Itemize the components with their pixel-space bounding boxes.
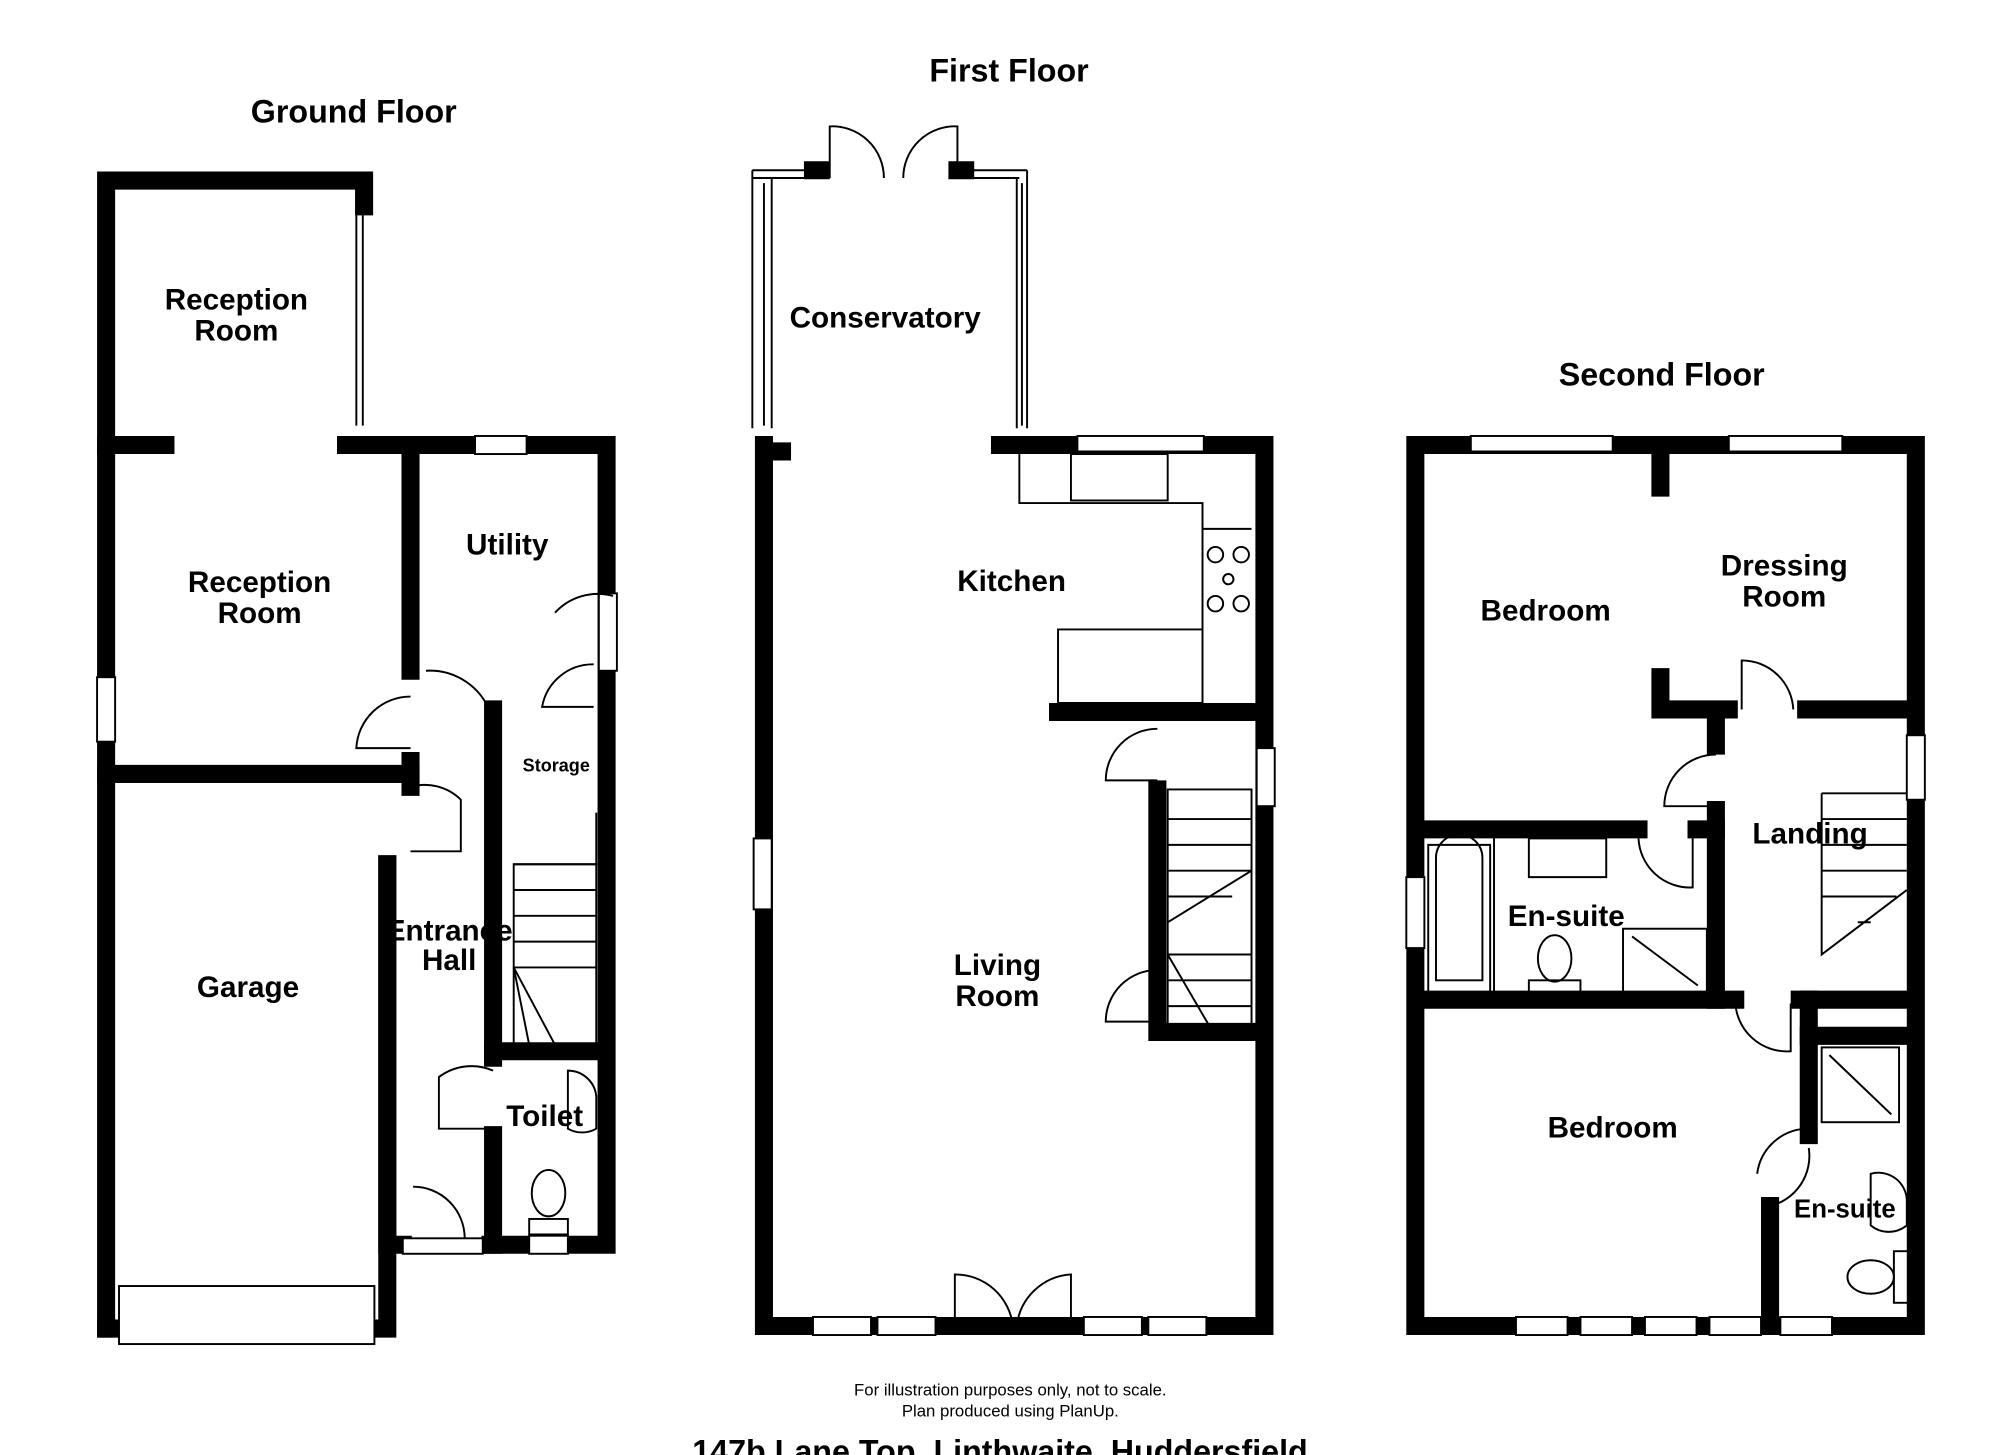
window <box>1727 435 1844 453</box>
room-label-conservatory: Conservatory <box>790 302 982 335</box>
room-label-en-suite: En-suite <box>1508 900 1625 933</box>
window <box>752 837 773 911</box>
room-label-bedroom: Bedroom <box>1548 1112 1678 1145</box>
room-label-en-suite: En-suite <box>1794 1196 1896 1224</box>
room-label-garage: Garage <box>197 971 299 1004</box>
second-floor-title: Second Floor <box>1559 357 1765 393</box>
window <box>1469 435 1614 453</box>
sink <box>1069 453 1169 502</box>
ground-floor-title: Ground Floor <box>251 94 457 130</box>
window <box>1643 1316 1698 1337</box>
window <box>1905 734 1926 801</box>
window <box>1255 747 1276 808</box>
credit: Plan produced using PlanUp. <box>902 1401 1119 1420</box>
window <box>1779 1316 1833 1337</box>
window <box>1405 876 1426 950</box>
room-label-utility: Utility <box>466 529 549 562</box>
window <box>1708 1316 1763 1337</box>
window <box>1147 1316 1208 1337</box>
toilet-fixture <box>1527 934 1582 997</box>
toilet-fixture <box>528 1168 569 1236</box>
window <box>528 1234 569 1255</box>
room-label-storage: Storage <box>523 755 590 775</box>
window <box>1076 435 1205 453</box>
room-label-kitchen: Kitchen <box>957 565 1066 598</box>
window <box>1514 1316 1569 1337</box>
hob <box>1206 545 1250 613</box>
window <box>96 676 117 743</box>
first-floor-title: First Floor <box>929 52 1089 88</box>
window <box>876 1316 937 1337</box>
disclaimer: For illustration purposes only, not to s… <box>854 1381 1167 1400</box>
room-label-toilet: Toilet <box>506 1100 583 1133</box>
room-label-landing: Landing <box>1752 818 1867 851</box>
basin <box>566 1069 598 1134</box>
shower <box>1622 927 1708 995</box>
room-label-bedroom: Bedroom <box>1481 594 1611 627</box>
window <box>474 435 528 456</box>
staircase <box>1166 788 1253 1033</box>
property-address: 147b Lane Top, Linthwaite, Huddersfield <box>692 1434 1308 1455</box>
front-door[interactable] <box>401 1237 484 1255</box>
window <box>1082 1316 1143 1337</box>
garage-door[interactable] <box>118 1285 376 1346</box>
basin <box>1869 1171 1908 1233</box>
window <box>597 592 618 672</box>
patio-doors[interactable] <box>953 1273 1072 1327</box>
window <box>1579 1316 1634 1337</box>
shower <box>1820 1046 1901 1124</box>
staircase <box>1820 792 1908 957</box>
window <box>811 1316 872 1337</box>
bath <box>1427 833 1492 995</box>
toilet-fixture <box>1846 1250 1911 1304</box>
staircase <box>512 812 598 1046</box>
